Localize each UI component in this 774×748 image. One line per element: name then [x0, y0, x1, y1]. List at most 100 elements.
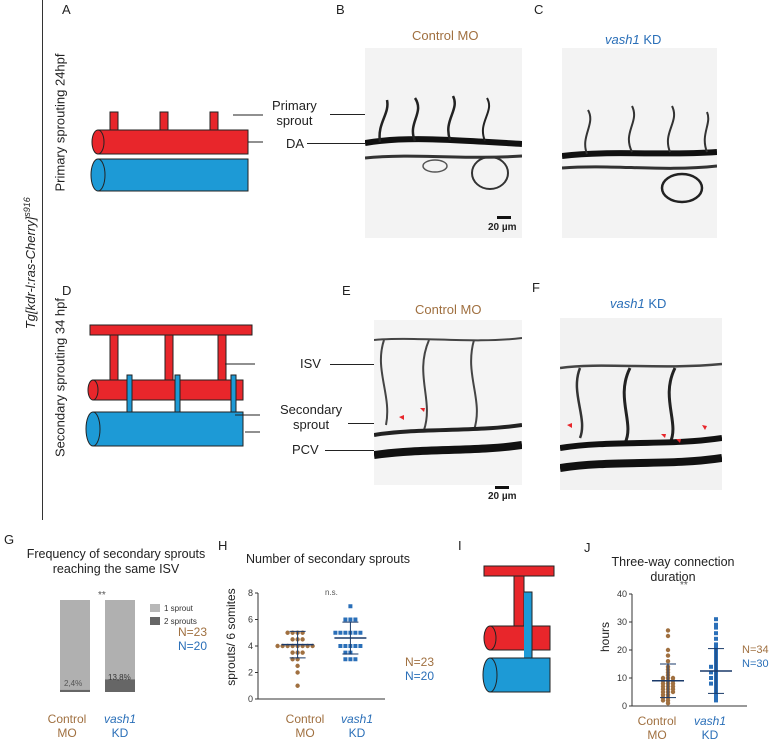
data-point: [665, 628, 671, 633]
data-point: [295, 663, 300, 669]
transgenic-label: Tg[kdr-l:ras-Cherry]s916: [21, 197, 39, 330]
data-point: [343, 644, 348, 648]
row-divider-line: [42, 0, 43, 520]
data-point: [338, 644, 343, 648]
title-vash1-kd-f: vash1 KD: [610, 296, 667, 311]
label-secondary-sprout: Secondary sprout: [280, 402, 343, 432]
panel-label-e: E: [342, 283, 351, 298]
data-point: [300, 650, 305, 655]
chart-h-ylabel: sprouts/ 6 somites: [224, 588, 238, 686]
label-pcv: PCV: [292, 442, 319, 457]
chart-h-title: Number of secondary sprouts: [246, 552, 410, 566]
data-point: [714, 622, 718, 627]
scalebar-label-e: 20 µm: [488, 491, 517, 502]
data-point: [295, 683, 300, 688]
bar-2-sprouts: [105, 679, 135, 692]
data-point: [714, 631, 718, 636]
y-tick-label: 30: [617, 617, 627, 627]
data-point: [709, 664, 713, 669]
chart-g-n-vash1: N=20: [178, 639, 208, 653]
data-point: [714, 636, 718, 641]
panel-label-d: D: [62, 283, 72, 298]
data-point: [290, 637, 295, 642]
panel-label-c: C: [534, 2, 544, 17]
data-point: [343, 630, 348, 635]
chart-g-bar-label-1: 2,4%: [64, 679, 82, 688]
scalebar-b: [497, 216, 511, 219]
data-point: [275, 643, 280, 649]
y-tick-label: 6: [248, 615, 253, 625]
data-point: [295, 670, 300, 675]
panel-label-f: F: [532, 280, 540, 295]
data-point: [665, 659, 671, 664]
data-point: [343, 657, 348, 662]
chart-g-n-control: N=23: [178, 625, 208, 639]
panel-label-b: B: [336, 2, 345, 17]
y-tick-label: 40: [617, 589, 627, 599]
pcv-vessel: [97, 158, 249, 192]
label-primary-sprout: Primary sprout: [272, 98, 317, 128]
y-tick-label: 2: [248, 668, 253, 678]
diagram-three-way-connection: [482, 565, 555, 693]
data-point: [714, 642, 718, 647]
data-point: [670, 675, 676, 681]
title-vash1-kd-c: vash1 KD: [605, 32, 662, 47]
data-point: [709, 681, 713, 686]
scalebar-label-b: 20 µm: [488, 222, 517, 233]
micrograph-c: [562, 48, 717, 238]
da-vessel: [97, 129, 249, 155]
data-point: [358, 630, 363, 635]
y-tick-label: 0: [622, 701, 627, 711]
data-point: [358, 644, 363, 648]
data-point: [665, 647, 671, 653]
chart-j-ylabel: hours: [598, 621, 613, 653]
panel-label-j: J: [584, 540, 591, 555]
row2-label: Secondary sprouting 34 hpf: [52, 298, 68, 457]
chart-h-n-control: N=23: [405, 655, 435, 669]
y-tick-label: 0: [248, 694, 253, 704]
data-point: [714, 695, 718, 700]
micrograph-f: [560, 318, 722, 490]
data-point: [300, 637, 305, 642]
micrograph-b: [365, 48, 522, 238]
chart-h-sig: n.s.: [325, 588, 338, 597]
title-control-mo-b: Control MO: [412, 28, 479, 43]
leader-line: [307, 143, 376, 144]
chart-g: ** 1 sprout 2 sprouts 2,4% 13,8%: [60, 590, 197, 692]
data-point: [285, 630, 290, 635]
chart-h-n-vash1: N=20: [405, 669, 435, 683]
title-control-mo-e: Control MO: [415, 302, 482, 317]
y-tick-label: 10: [617, 673, 627, 683]
chart-j-sig: **: [680, 580, 688, 591]
data-point: [660, 675, 666, 681]
row1-label: Primary sprouting 24hpf: [52, 53, 68, 192]
data-point: [353, 630, 358, 635]
data-point: [665, 633, 671, 639]
data-point: [348, 604, 353, 609]
scalebar-e: [495, 486, 509, 489]
data-point: [714, 692, 718, 697]
leader-line: [330, 364, 377, 365]
chart-j-n-vash1: N=30: [742, 658, 769, 670]
leader-line: [325, 450, 387, 451]
panel-label-h: H: [218, 538, 228, 553]
micrograph-e: [374, 320, 522, 485]
diagram-secondary-sprouting: [85, 324, 260, 447]
chart-g-bar-label-2: 13,8%: [108, 673, 131, 682]
data-point: [343, 617, 348, 622]
data-point: [714, 698, 718, 703]
bar-2-sprouts: [60, 689, 90, 692]
data-point: [333, 630, 338, 635]
diagram-primary-sprouting: [90, 111, 263, 192]
panel-label-a: A: [62, 2, 71, 17]
data-point: [343, 650, 348, 655]
y-tick-label: 4: [248, 641, 253, 651]
bar-1-sprout: [60, 600, 90, 690]
data-point: [353, 617, 358, 622]
data-point: [665, 653, 671, 658]
chart-j-title: Three-way connection duration: [611, 555, 735, 584]
data-point: [709, 670, 713, 675]
